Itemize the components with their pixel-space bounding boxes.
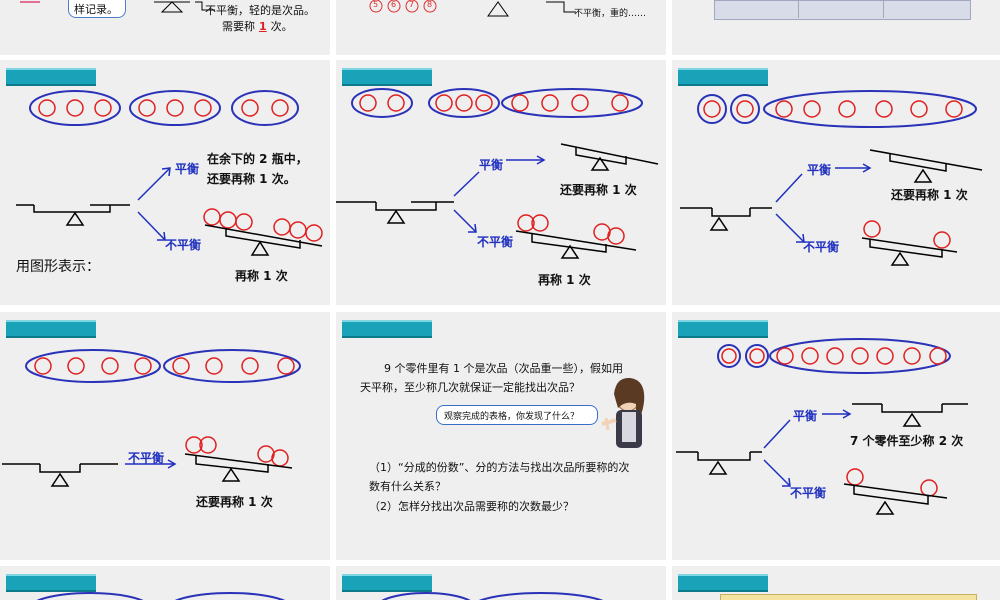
speech-bubble (68, 0, 126, 18)
slide-row1-middle: 平衡 还要再称 1 次 不平衡 再称 1 次 (336, 60, 666, 305)
bubble-text: 观察完成的表格，你发现了什么？ (444, 412, 580, 422)
balanced-label: 平衡 (793, 409, 818, 423)
balanced-text-2: 还要再称 1 次。 (207, 172, 296, 186)
weighing-diagram (2, 349, 301, 487)
graph-label: 用图形表示： (16, 259, 100, 275)
table-divider (883, 0, 884, 18)
speech-bubble (436, 405, 598, 425)
title-bar (6, 320, 96, 338)
result-text: 不平衡，重的…… (574, 9, 647, 19)
title-bar (6, 574, 96, 592)
slide-row1-left: 平衡 在余下的 2 瓶中， 还要再称 1 次。 不平衡 再称 1 次 用图形表示… (0, 60, 330, 305)
unbalanced-text: 再称 1 次 (235, 269, 288, 283)
table-fragment (714, 0, 971, 20)
slide-row2-middle: 9 个零件里有 1 个是次品（次品重一些），假如用 天平称，至少称几次就保证一定… (336, 312, 666, 560)
weighing-diagram (680, 90, 983, 266)
bubble-text: 样记录。 (74, 3, 118, 16)
table-divider (798, 0, 799, 18)
unbalanced-label: 不平衡 (128, 451, 165, 465)
title-bar (342, 574, 432, 592)
unbalanced-label: 不平衡 (165, 238, 202, 252)
numbered-circles (369, 0, 576, 17)
slide-top-middle: 5 6 7 8 不平衡，重的…… (336, 0, 666, 55)
question-2: （2）怎样分找出次品需要称的次数最少？ (369, 500, 574, 513)
problem-line-1: 9 个零件里有 1 个是次品（次品重一些），假如用 (384, 362, 623, 375)
balanced-text: 还要再称 1 次 (560, 183, 637, 197)
slide-row1-right: 平衡 还要再称 1 次 不平衡 (672, 60, 1000, 305)
table-fragment (720, 594, 977, 600)
question-1b: 数有什么关系？ (369, 480, 446, 493)
circle-number: 8 (427, 0, 433, 9)
balanced-label: 平衡 (807, 163, 832, 177)
unbalanced-label: 不平衡 (790, 486, 827, 500)
balanced-text-1: 在余下的 2 瓶中， (207, 152, 308, 166)
title-bar (678, 68, 768, 86)
title-bar (342, 68, 432, 86)
weighing-diagram (676, 338, 968, 515)
circle-number: 6 (391, 0, 397, 9)
teacher-illustration (601, 377, 645, 448)
balanced-text: 7 个零件至少称 2 次 (850, 434, 964, 448)
circle-number: 5 (373, 0, 379, 9)
slide-row2-left: 不平衡 还要再称 1 次 (0, 312, 330, 560)
slide-bottom-left (0, 566, 330, 600)
unbalanced-text: 再称 1 次 (538, 273, 591, 287)
title-bar (6, 68, 96, 86)
result-text: 还要再称 1 次 (196, 495, 273, 509)
weighing-diagram (16, 90, 323, 256)
slide-top-right (672, 0, 1000, 55)
slide-bottom-right (672, 566, 1000, 600)
circle-number: 7 (409, 0, 415, 9)
balanced-label: 平衡 (175, 162, 200, 176)
balanced-label: 平衡 (479, 158, 504, 172)
unbalanced-label: 不平衡 (477, 235, 514, 249)
problem-line-2: 天平称，至少称几次就保证一定能找出次品？ (360, 381, 580, 394)
unbalanced-label: 不平衡 (803, 240, 840, 254)
title-bar (678, 574, 768, 592)
slide-row2-right: 平衡 7 个零件至少称 2 次 不平衡 (672, 312, 1000, 560)
title-bar (342, 320, 432, 338)
balance-sketch (20, 1, 215, 13)
title-bar (678, 320, 768, 338)
balanced-text: 还要再称 1 次 (891, 188, 968, 202)
slide-bottom-middle (336, 566, 666, 600)
ellipse-fragment (381, 592, 604, 600)
weighing-diagram (336, 88, 659, 259)
result-line-1: 不平衡，轻的是次品。 (205, 4, 315, 17)
question-1a: （1）“分成的份数”、分的方法与找出次品所要称的次 (369, 461, 630, 474)
ellipse-fragment (36, 592, 286, 600)
